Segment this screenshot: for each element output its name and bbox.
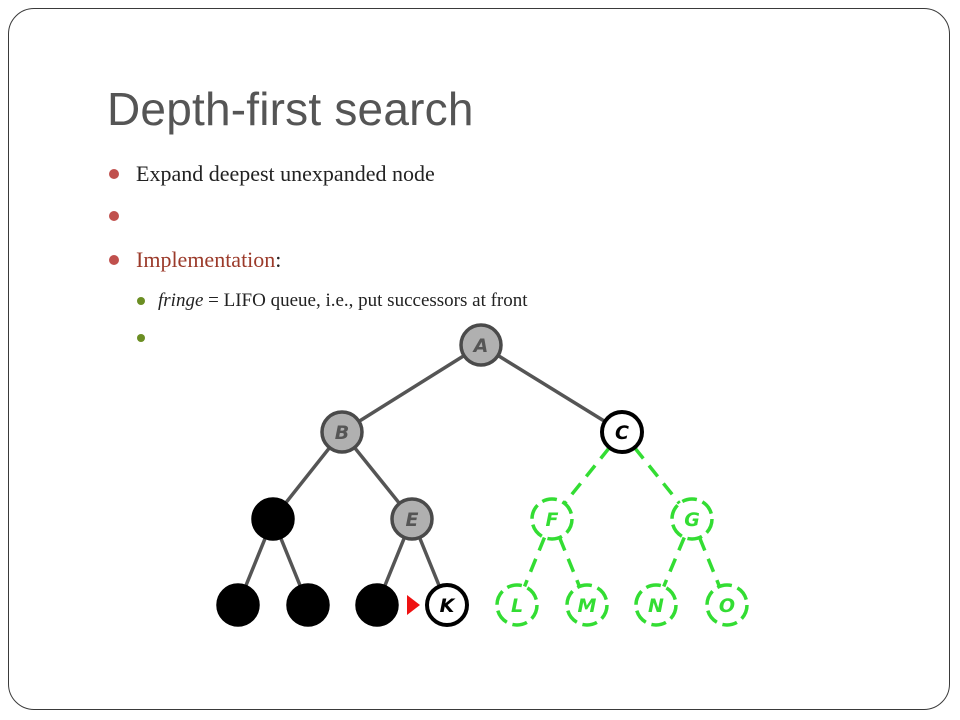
node-circle-N (634, 583, 678, 627)
node-label-O: O (719, 595, 735, 617)
node-circle-K (425, 583, 469, 627)
bullet-dot (109, 169, 119, 179)
bullet-implementation: Implementation: (109, 247, 282, 273)
tree-node-D (251, 497, 295, 541)
edge-C-G (633, 446, 681, 505)
tree-nodes: A B C E F G K L M N O (216, 323, 749, 627)
node-circle-O (705, 583, 749, 627)
tree-node-I (286, 583, 330, 627)
edge-D-I (278, 536, 303, 588)
node-circle-D (251, 497, 295, 541)
bullet-dot (109, 211, 119, 221)
node-label-A: A (472, 335, 489, 357)
node-circle-G (670, 497, 714, 541)
bullet-dot (109, 255, 119, 265)
bullet-text: Expand deepest unexpanded node (136, 161, 435, 186)
edge-E-J (382, 536, 407, 588)
node-circle-H (216, 583, 260, 627)
edge-F-M (557, 536, 582, 588)
slide-title: Depth-first search (107, 83, 474, 135)
edge-G-O (697, 536, 722, 588)
tree-node-N: N (634, 583, 678, 627)
node-circle-I (286, 583, 330, 627)
sub-bullet-text: = LIFO queue, i.e., put successors at fr… (203, 290, 528, 311)
sub-bullet-dot (137, 334, 145, 342)
edge-B-D (284, 446, 331, 505)
node-circle-L (495, 583, 539, 627)
tree-node-H (216, 583, 260, 627)
tree-node-K: K (425, 583, 469, 627)
node-label-E: E (406, 509, 419, 531)
current-node-arrow (407, 595, 420, 615)
edge-A-C (497, 354, 606, 423)
tree-node-G: G (670, 497, 714, 541)
edge-A-B (358, 354, 465, 423)
node-circle-B (320, 410, 364, 454)
node-circle-A (459, 323, 503, 367)
tree-edges (243, 354, 722, 588)
edge-F-L (522, 536, 547, 588)
node-label-L: L (511, 595, 523, 617)
node-label-G: G (684, 509, 700, 531)
node-label-K: K (440, 595, 456, 617)
bullet-label: Implementation (136, 247, 276, 272)
node-circle-F (530, 497, 574, 541)
node-circle-M (565, 583, 609, 627)
tree-node-A: A (459, 323, 503, 367)
tree-node-C: C (600, 410, 644, 454)
bullet-expand-deepest: Expand deepest unexpanded node (109, 161, 435, 187)
edge-C-F (563, 446, 611, 505)
tree-node-O: O (705, 583, 749, 627)
edge-B-E (353, 446, 401, 505)
node-label-B: B (335, 422, 349, 444)
node-label-C: C (615, 422, 629, 444)
bullet-suffix: : (275, 247, 282, 272)
sub-bullet-fringe: fringe = LIFO queue, i.e., put successor… (137, 290, 528, 312)
tree-node-E: E (390, 497, 434, 541)
fringe-term: fringe (158, 290, 204, 311)
tree-node-J (355, 583, 399, 627)
node-label-F: F (546, 509, 559, 531)
edge-D-H (243, 536, 268, 588)
edge-E-K (417, 536, 442, 588)
tree-node-L: L (495, 583, 539, 627)
tree-node-M: M (565, 583, 609, 627)
sub-bullet-dot (137, 297, 145, 305)
node-label-M: M (578, 595, 597, 617)
node-circle-C (600, 410, 644, 454)
tree-node-F: F (530, 497, 574, 541)
edge-G-N (662, 536, 686, 588)
current-node-marker (407, 595, 420, 615)
tree-node-B: B (320, 410, 364, 454)
node-circle-J (355, 583, 399, 627)
node-label-N: N (648, 595, 664, 617)
node-circle-E (390, 497, 434, 541)
